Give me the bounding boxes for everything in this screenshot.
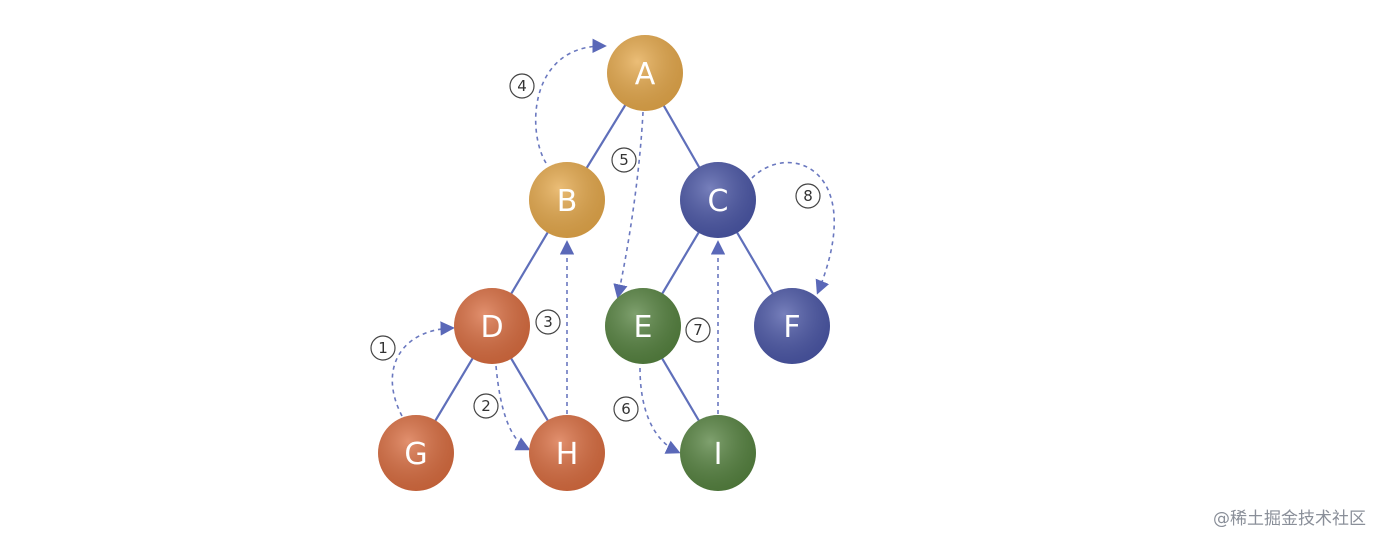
step-label-4: 4 bbox=[517, 77, 527, 95]
step-marker-7: 7 bbox=[685, 317, 711, 343]
node-g-label: G bbox=[404, 437, 427, 472]
step-label-5: 5 bbox=[619, 151, 629, 169]
step-label-1: 1 bbox=[378, 339, 388, 357]
node-b: B bbox=[529, 162, 605, 238]
node-e-label: E bbox=[634, 310, 653, 345]
step-arrow-1 bbox=[391, 321, 455, 417]
step-marker-6: 6 bbox=[613, 396, 639, 422]
step-marker-3: 3 bbox=[535, 309, 561, 335]
node-c-label: C bbox=[708, 184, 729, 219]
step-marker-2: 2 bbox=[473, 393, 499, 419]
step-arrow-4 bbox=[534, 38, 607, 164]
step-label-7: 7 bbox=[693, 321, 703, 339]
step-label-2: 2 bbox=[481, 397, 491, 415]
step-arrow-5 bbox=[613, 111, 644, 299]
step-label-6: 6 bbox=[621, 400, 631, 418]
node-h-label: H bbox=[556, 437, 579, 472]
node-d: D bbox=[454, 288, 530, 364]
step-label-8: 8 bbox=[803, 187, 813, 205]
node-e: E bbox=[605, 288, 681, 364]
step-marker-8: 8 bbox=[795, 183, 821, 209]
node-g: G bbox=[378, 415, 454, 491]
step-marker-5: 5 bbox=[611, 147, 637, 173]
step-label-3: 3 bbox=[543, 313, 553, 331]
node-f-label: F bbox=[783, 310, 800, 345]
node-d-label: D bbox=[480, 310, 503, 345]
tree-nodes: A B C D E F G bbox=[378, 35, 830, 491]
node-i: I bbox=[680, 415, 756, 491]
node-b-label: B bbox=[557, 184, 578, 219]
step-marker-1: 1 bbox=[370, 335, 396, 361]
traversal-arrows bbox=[391, 38, 836, 454]
step-marker-4: 4 bbox=[509, 73, 535, 99]
watermark: @稀土掘金技术社区 bbox=[1213, 509, 1366, 529]
node-a-label: A bbox=[635, 57, 656, 92]
step-arrow-6 bbox=[639, 367, 681, 454]
node-i-label: I bbox=[714, 437, 723, 472]
node-c: C bbox=[680, 162, 756, 238]
node-h: H bbox=[529, 415, 605, 491]
step-markers: 1 2 3 4 5 6 7 8 bbox=[370, 73, 821, 422]
step-arrow-8 bbox=[751, 161, 836, 295]
tree-edges bbox=[415, 72, 793, 454]
node-f: F bbox=[754, 288, 830, 364]
node-a: A bbox=[607, 35, 683, 111]
